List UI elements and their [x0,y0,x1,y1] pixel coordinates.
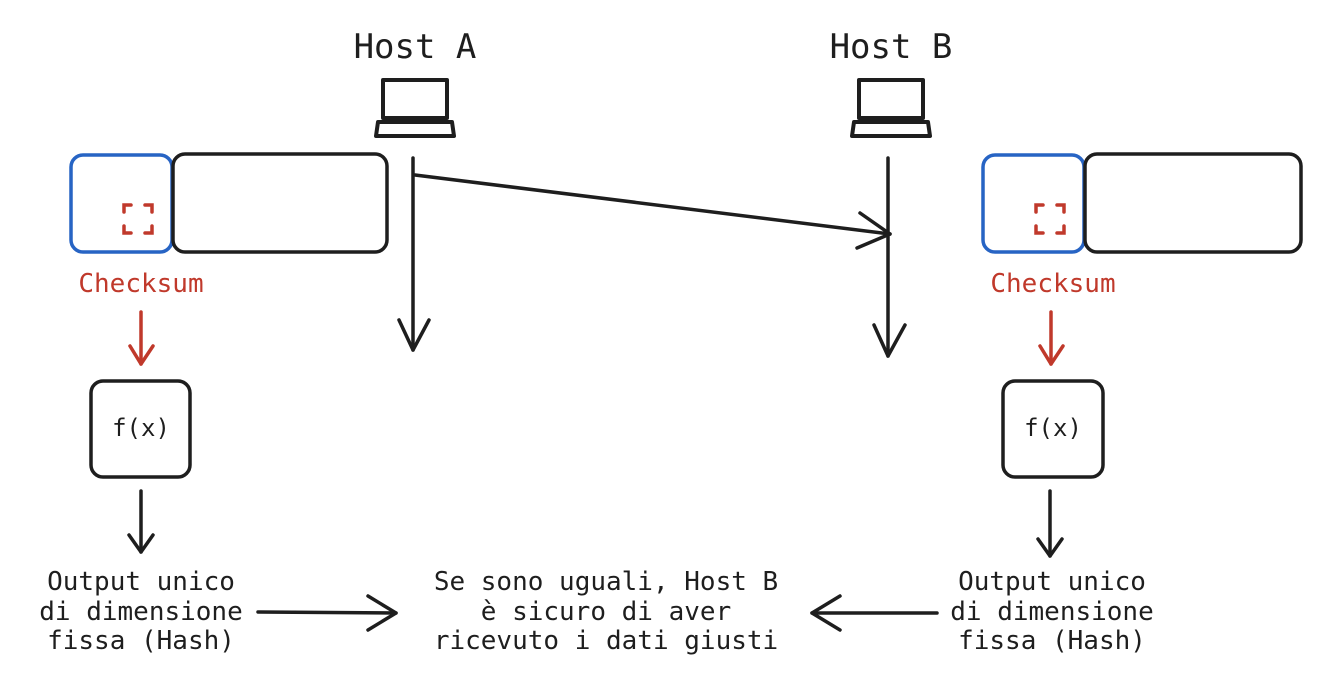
compare-arrow-left-hash [256,610,398,615]
packet-host-a: Checksum f(x) Output unico di dimensione… [39,152,389,656]
host-b-label: Host B [830,27,953,67]
arrow-down-icon [1036,537,1064,558]
hash-function-box [89,379,192,479]
output-line-2: di dimensione [950,597,1154,627]
checksum-label: Checksum [990,269,1115,299]
arrow-down-icon [128,344,155,366]
laptop-icon [850,78,932,138]
comparison-line-1: Se sono uguali, Host B [434,567,778,597]
host-a: Host A [354,27,477,138]
comparison-line-2: è sicuro di aver [481,597,731,627]
arrow-down-icon [872,323,907,358]
arrow-down-icon [1038,344,1065,366]
host-b: Host B [830,27,953,138]
packet-header [69,153,174,254]
hash-function-label: f(x) [112,414,170,442]
packet-payload [1083,152,1303,254]
transfer-arrow [413,173,892,236]
arrow-down-icon [397,318,431,352]
arrow-right-icon [366,594,398,632]
host-a-label: Host A [354,27,477,67]
checksum-icon [122,203,154,235]
arrow-left-icon [810,594,842,632]
packet-payload [171,152,389,254]
output-line-1: Output unico [47,567,235,597]
laptop-icon [374,78,456,138]
output-line-2: di dimensione [39,597,243,627]
comparison: Se sono uguali, Host B è sicuro di aver … [256,567,939,656]
hash-function-box [1001,379,1105,479]
hash-function-label: f(x) [1024,414,1082,442]
packet-header [981,153,1086,254]
checksum-icon [1034,203,1066,235]
checksum-label: Checksum [78,269,203,299]
output-line-1: Output unico [958,567,1146,597]
packet-host-b: Checksum f(x) Output unico di dimensione… [950,152,1303,656]
arrow-down-icon [127,533,155,554]
output-line-3: fissa (Hash) [47,626,235,656]
timelines [397,156,907,358]
arrow-right-icon [855,211,892,250]
comparison-line-3: ricevuto i dati giusti [434,626,778,656]
output-line-3: fissa (Hash) [958,626,1146,656]
